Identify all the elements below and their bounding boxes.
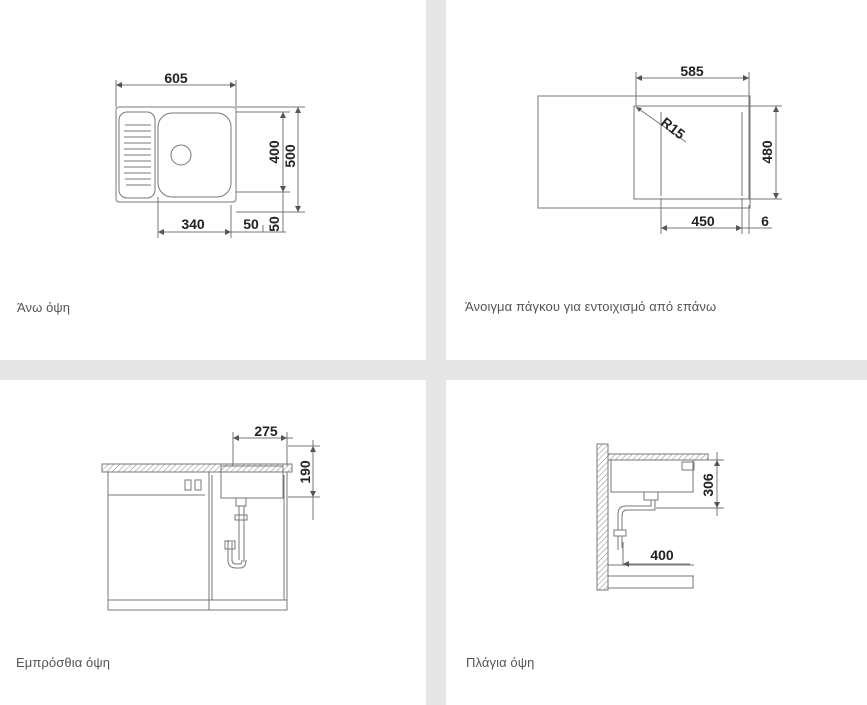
front-view-drawing: 275 190 [101, 423, 320, 611]
countertop-side [607, 453, 709, 461]
dim-radius: R15 [658, 114, 688, 143]
dim-margin-bottom: 50 [266, 216, 282, 232]
drainer-board [118, 111, 156, 199]
sink-bowl [157, 112, 232, 198]
dim-outer-depth: 500 [282, 144, 298, 168]
side-view-drawing: 306 400 [596, 443, 724, 591]
drain-hole [170, 144, 192, 166]
countertop-outline [537, 95, 751, 209]
dim-drain-distance: 400 [650, 547, 674, 563]
dim-bowl-width-front: 275 [254, 423, 278, 439]
caption-cutout: Άνοιγμα πάγκου για εντοιχισμό από επάνω [465, 299, 717, 314]
dim-width: 605 [164, 70, 188, 86]
dim-cutout-depth: 480 [759, 140, 775, 164]
left-cabinet [107, 471, 210, 611]
dim-offset: 6 [761, 213, 769, 229]
caption-side-view: Πλάγια όψη [466, 655, 535, 670]
right-cabinet [208, 471, 288, 611]
caption-top-view: Άνω όψη [17, 300, 71, 315]
drain-pipe-side [613, 491, 659, 550]
wall [596, 443, 609, 591]
caption-front-view: Εμπρόσθια όψη [16, 655, 111, 670]
dim-margin-right: 50 [243, 216, 259, 232]
control-knob-1 [184, 479, 192, 491]
overflow-side [681, 461, 695, 471]
front-view-panel: 275 190 Εμπρόσθια όψη [0, 380, 426, 705]
dim-bowl-height: 190 [297, 460, 313, 484]
dim-depth-height: 306 [700, 473, 716, 497]
dim-min-cabinet: 450 [691, 213, 715, 229]
sink-bowl-side [610, 459, 694, 493]
sink-bowl-front [220, 465, 284, 499]
control-knob-2 [194, 479, 202, 491]
top-view-panel: 605 340 50 400 500 50 Άνω όψη [0, 0, 426, 360]
dim-inner-depth: 400 [266, 140, 282, 164]
top-view-drawing: 605 340 50 400 500 50 [115, 70, 305, 238]
drain-trap [224, 497, 248, 569]
dim-bowl-width: 340 [181, 216, 205, 232]
cutout-drawing: 585 R15 480 450 6 [537, 63, 782, 234]
sink-outline [115, 106, 237, 203]
dim-cutout-width: 585 [680, 63, 704, 79]
drainer-grooves [124, 124, 151, 186]
cutout-panel: 585 R15 480 450 6 Άνοιγμα πάγκου για εντ… [446, 0, 867, 360]
cutout-opening [633, 105, 750, 200]
cabinet-base [607, 575, 694, 589]
side-view-panel: 306 400 Πλάγια όψη [446, 380, 867, 705]
countertop [101, 463, 293, 473]
